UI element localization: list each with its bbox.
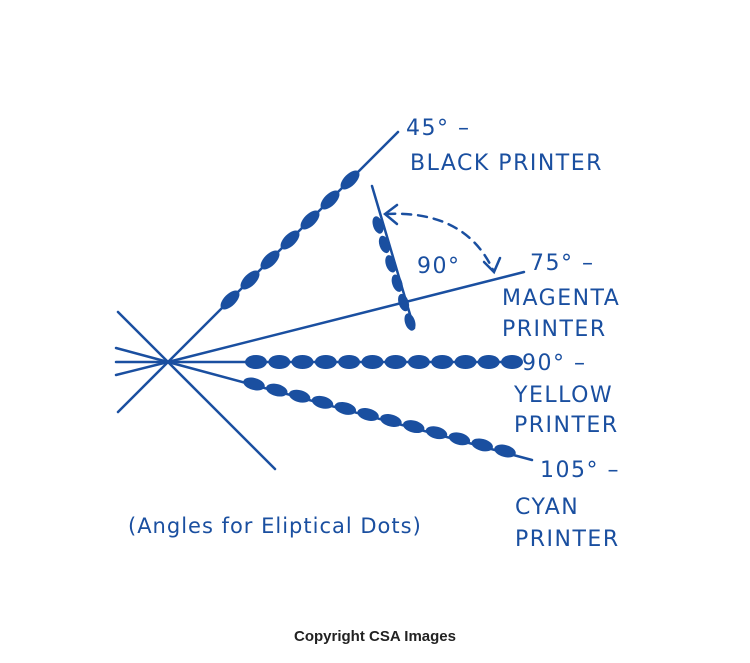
black-dot [340,170,360,190]
yellow-dot [338,355,361,369]
black-dot [320,190,340,210]
diagram-caption: (Angles for Eliptical Dots) [128,514,422,538]
yellow-name-line1: YELLOW [513,383,613,408]
cyan-dot [357,408,379,421]
yellow-dot [361,355,384,369]
cyan-dot [448,432,471,446]
cyan-dot [471,438,493,452]
cyan-line-extension [114,346,170,364]
arc-arrowhead-end [482,256,502,275]
magenta-name-line1: MAGENTA [502,286,620,311]
black-dot [280,230,300,250]
cyan-dot [243,377,265,391]
yellow-dot [501,355,523,369]
yellow-dot [477,355,500,369]
yellow-dot [454,355,477,369]
yellow-angle-label: 90° – [522,351,587,376]
copyright-notice: Copyright CSA Images [294,628,456,645]
black-line-extension [116,360,170,414]
cyan-name-line2: PRINTER [515,527,620,552]
cyan-angle-label: 105° – [540,458,620,483]
black-angle-label: 45° – [406,116,471,141]
black-name-label: BLACK PRINTER [410,151,603,176]
cyan-dot [266,383,288,397]
right-angle-label: 90° [417,254,461,279]
magenta-dot [391,274,403,292]
cyan-dot [425,426,448,440]
black-dot [260,250,280,270]
yellow-dot [245,355,267,369]
cyan-dot [334,401,357,415]
yellow-dot [291,355,314,369]
magenta-name-line2: PRINTER [502,317,607,342]
magenta-line-extension [114,360,170,377]
black-dot [240,270,260,290]
black-dot [300,210,320,230]
arc-arrowhead-start [382,203,399,226]
magenta-dot [372,216,384,234]
magenta-screen-line [166,270,526,364]
cyan-dot [288,389,311,403]
magenta-dot [404,313,416,331]
magenta-dot [385,255,397,273]
magenta-dot [378,235,390,254]
perpendicular-line [116,310,277,471]
yellow-dot [384,355,407,369]
magenta-angle-label: 75° – [530,251,595,276]
cyan-dot [402,420,425,434]
yellow-dot [268,355,291,369]
yellow-name-line2: PRINTER [514,413,619,438]
cyan-dot [380,414,402,427]
cyan-dot [494,444,516,458]
magenta-dot [398,293,410,312]
angle-arc [384,212,495,272]
yellow-dot [431,355,454,369]
black-dot [220,290,240,310]
cyan-name-line1: CYAN [515,495,579,520]
yellow-dot [314,355,337,369]
cyan-dot [311,395,334,409]
yellow-dot [407,355,430,369]
